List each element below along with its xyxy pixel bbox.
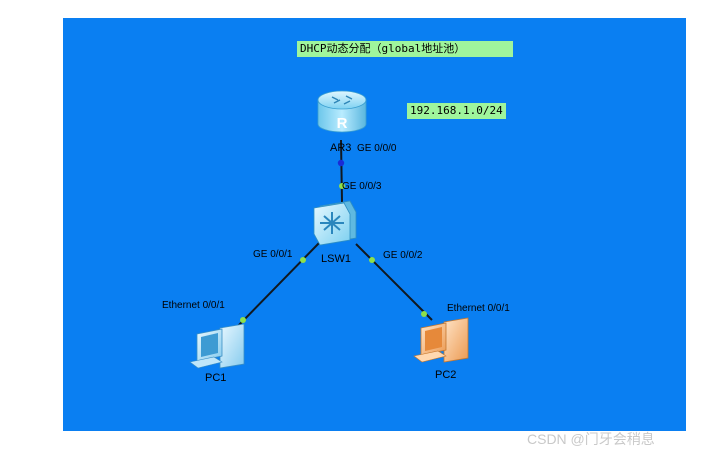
pc-icon[interactable] [189,323,245,369]
port-dot-lsw1-left [300,257,306,263]
port-dot-lsw1-right [369,257,375,263]
pc2-name: PC2 [435,369,457,381]
diagram-title: DHCP动态分配（global地址池） [297,41,513,57]
topology-canvas [63,18,686,431]
pc-icon[interactable] [413,317,469,363]
pc1-port-label: Ethernet 0/0/1 [162,300,225,311]
port-dot-lsw1-up [339,183,345,189]
router-port-label: GE 0/0/0 [357,143,397,154]
link-ar3-lsw1[interactable] [340,139,343,203]
router-icon[interactable]: R [317,90,367,133]
switch-uplink-port-label: GE 0/0/3 [342,181,382,192]
port-dot-ar3 [337,159,345,167]
port-dot-pc1 [240,317,246,323]
link-lsw1-pc2[interactable] [355,243,433,321]
switch-icon[interactable] [313,200,357,246]
switch-right-port-label: GE 0/0/2 [383,250,423,261]
link-lsw1-pc1[interactable] [237,241,321,327]
port-dot-pc2 [421,311,427,317]
network-note: 192.168.1.0/24 [407,103,506,119]
switch-name: LSW1 [321,253,351,265]
pc1-name: PC1 [205,372,227,384]
pc2-port-label: Ethernet 0/0/1 [447,303,510,314]
watermark: CSDN @门牙会稍息 [527,431,655,447]
switch-left-port-label: GE 0/0/1 [253,249,293,260]
router-name: AR3 [330,142,352,154]
svg-text:R: R [337,115,348,132]
